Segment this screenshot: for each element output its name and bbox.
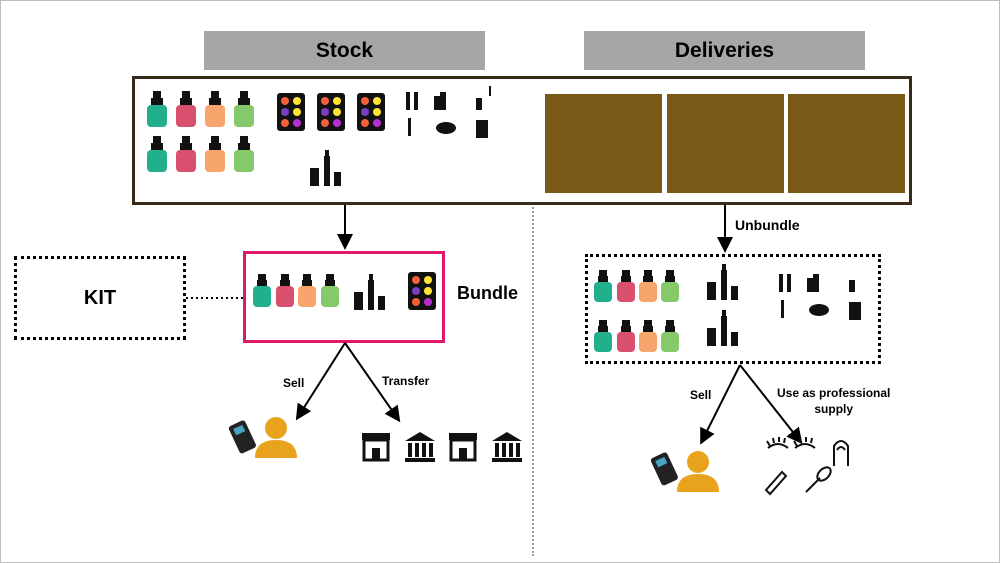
bank-icon <box>405 432 435 462</box>
eyelash-icon <box>766 437 816 449</box>
makeup-brush-icon <box>764 466 832 496</box>
card-terminal-icon <box>227 419 257 455</box>
cosmetics-icon <box>779 274 861 320</box>
deliveries-header: Deliveries <box>584 31 865 70</box>
supply-arrow <box>739 364 803 445</box>
unbundled-nail-polish <box>594 270 679 352</box>
professional-supply-line1: Use as professional <box>777 386 891 400</box>
nail-polish-grid <box>147 91 254 172</box>
eyeshadow-palette-icon <box>357 93 385 131</box>
bundle-label: Bundle <box>457 283 518 303</box>
sell-label-left: Sell <box>283 376 305 390</box>
delivery-box-icon <box>545 94 662 193</box>
professional-supply-label: Use as professional supply <box>777 385 890 417</box>
bank-icon <box>492 432 522 462</box>
card-terminal-icon <box>649 451 679 487</box>
delivery-box-icon <box>788 94 905 193</box>
store-icon <box>360 431 392 462</box>
transfer-arrow <box>344 342 401 423</box>
sell-label-right: Sell <box>690 388 712 402</box>
delivery-box-icon <box>667 94 784 193</box>
sell-arrow-left <box>295 342 346 421</box>
kit-box: KIT <box>14 256 186 340</box>
cosmetics-icon <box>406 92 488 138</box>
mascara-icon <box>489 86 491 96</box>
lipstick-icon <box>310 150 341 186</box>
professional-supply-line2: supply <box>814 402 854 416</box>
lipstick-icon <box>707 310 738 346</box>
person-icon <box>255 417 297 458</box>
sell-arrow-right <box>700 364 741 445</box>
section-divider <box>532 84 534 556</box>
person-icon <box>677 451 719 492</box>
eyeshadow-palette-icon <box>277 93 305 131</box>
bundle-contents <box>253 272 436 310</box>
eyeshadow-palette-icon <box>317 93 345 131</box>
kit-label: KIT <box>83 286 117 309</box>
stock-header: Stock <box>204 31 485 70</box>
lipstick-icon <box>707 264 738 300</box>
store-icon <box>447 431 479 462</box>
unbundle-label: Unbundle <box>735 217 800 233</box>
fingernail-icon <box>833 440 849 466</box>
transfer-label: Transfer <box>382 374 430 388</box>
